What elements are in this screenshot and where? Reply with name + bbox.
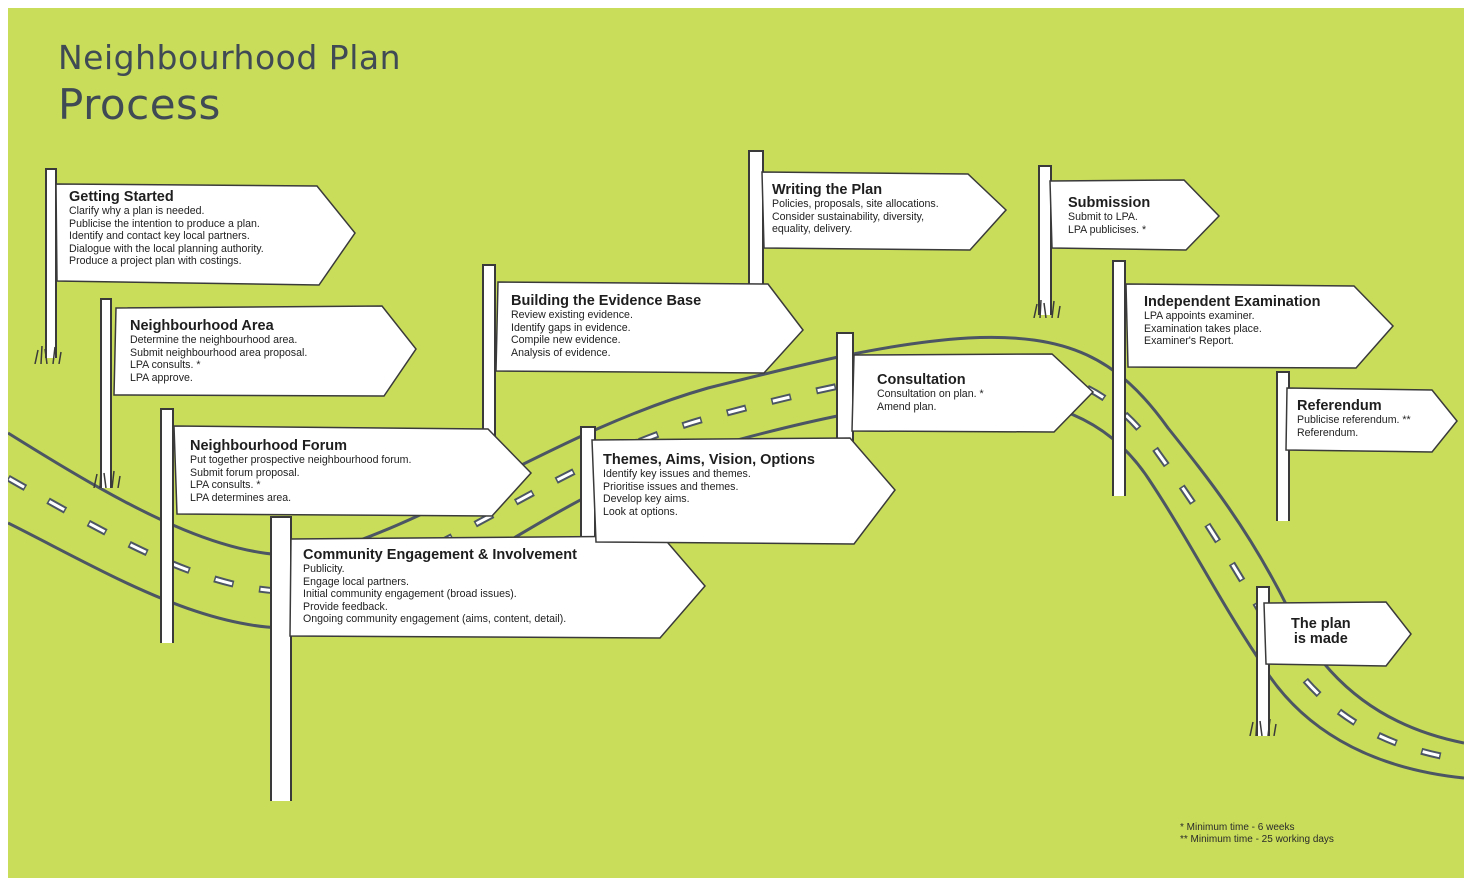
sign-item: Produce a project plan with costings. xyxy=(69,255,242,268)
sign-item: Publicity. xyxy=(303,563,345,575)
sign-title: Independent Examination xyxy=(1144,294,1321,310)
arrow-sign-shape xyxy=(113,305,417,397)
sign-writing-plan: Writing the Plan Policies, proposals, si… xyxy=(761,171,1008,252)
signpost-neighbourhood-forum-post xyxy=(160,408,174,643)
sign-title: Themes, Aims, Vision, Options xyxy=(603,452,815,468)
footnote-double-asterisk: ** Minimum time - 25 working days xyxy=(1180,834,1334,845)
sign-item: Look at options. xyxy=(603,505,678,518)
sign-item: Policies, proposals, site allocations. xyxy=(772,198,939,210)
arrow-sign-shape xyxy=(591,437,896,545)
sign-consultation: Consultation Consultation on plan. * Ame… xyxy=(851,353,1096,434)
sign-title-line-2: is made xyxy=(1293,631,1348,647)
sign-item: Put together prospective neighbourhood f… xyxy=(190,454,412,466)
arrow-sign-shape xyxy=(495,281,804,374)
sign-item: Submit forum proposal. xyxy=(190,466,300,479)
sign-item: equality, delivery. xyxy=(772,223,853,236)
sign-item: LPA approve. xyxy=(130,371,193,384)
sign-themes: Themes, Aims, Vision, Options Identify k… xyxy=(591,437,898,546)
sign-title: Community Engagement & Involvement xyxy=(303,547,577,563)
grass-tuft xyxy=(1249,717,1277,736)
arrow-sign-shape xyxy=(1263,601,1412,667)
sign-submission: Submission Submit to LPA. LPA publicises… xyxy=(1049,179,1222,252)
title-line-1: Neighbourhood Plan xyxy=(58,38,401,77)
arrow-sign-shape xyxy=(55,183,356,286)
sign-title: Writing the Plan xyxy=(772,182,883,198)
sign-item: Submit neighbourhood area proposal. xyxy=(130,346,308,359)
sign-title: Neighbourhood Area xyxy=(130,318,274,334)
arrow-sign-shape xyxy=(1285,387,1458,453)
sign-item: Compile new evidence. xyxy=(511,334,621,347)
sign-title: Building the Evidence Base xyxy=(511,293,702,309)
arrow-sign-shape xyxy=(851,353,1095,433)
sign-title: Getting Started xyxy=(69,189,174,205)
sign-item: LPA consults. * xyxy=(190,479,261,492)
sign-item: Publicise referendum. ** xyxy=(1297,414,1411,426)
sign-item: Referendum. xyxy=(1297,426,1359,439)
sign-community-engagement: Community Engagement & Involvement Publi… xyxy=(289,535,708,640)
sign-item: Determine the neighbourhood area. xyxy=(130,334,298,346)
sign-independent-examination: Independent Examination LPA appoints exa… xyxy=(1125,283,1396,370)
sign-item: Consultation on plan. * xyxy=(877,388,984,400)
arrow-sign-shape xyxy=(1125,283,1395,369)
sign-neighbourhood-forum: Neighbourhood Forum Put together prospec… xyxy=(173,425,534,518)
grass-tuft xyxy=(93,469,121,488)
footnote-single-asterisk: * Minimum time - 6 weeks xyxy=(1180,822,1295,833)
sign-item: Publicise the intention to produce a pla… xyxy=(69,217,260,230)
sign-title: Neighbourhood Forum xyxy=(190,438,348,454)
signpost-submission-post xyxy=(1038,165,1052,315)
sign-plan-made: The plan is made xyxy=(1263,601,1414,668)
sign-item: Review existing evidence. xyxy=(511,309,633,321)
sign-referendum: Referendum Publicise referendum. ** Refe… xyxy=(1285,387,1460,454)
sign-evidence-base: Building the Evidence Base Review existi… xyxy=(495,281,806,374)
signpost-getting-started-post xyxy=(45,168,57,358)
sign-item: Amend plan. xyxy=(877,400,937,413)
poster: Neighbourhood Plan Process Getting Start… xyxy=(8,8,1464,878)
sign-title: Submission xyxy=(1068,195,1151,211)
arrow-sign-shape xyxy=(173,425,533,517)
sign-getting-started: Getting Started Clarify why a plan is ne… xyxy=(55,183,357,286)
sign-item: Initial community engagement (broad issu… xyxy=(303,588,517,601)
grass-tuft xyxy=(1033,299,1061,318)
sign-item: Examination takes place. xyxy=(1144,322,1262,335)
sign-title: Consultation xyxy=(877,372,966,388)
signpost-neighbourhood-area-post xyxy=(100,298,112,488)
sign-item: Identify and contact key local partners. xyxy=(69,230,250,243)
sign-item: Identify gaps in evidence. xyxy=(511,321,631,334)
sign-item: Provide feedback. xyxy=(303,600,388,613)
sign-item: Prioritise issues and themes. xyxy=(603,480,739,493)
sign-title: Referendum xyxy=(1297,398,1382,414)
signpost-independent-examination-post xyxy=(1112,260,1126,496)
sign-item: Analysis of evidence. xyxy=(511,346,611,359)
sign-item: Identify key issues and themes. xyxy=(603,468,751,480)
signpost-community-engagement-post xyxy=(270,516,292,801)
sign-title-line-1: The plan xyxy=(1291,616,1351,632)
sign-item: Dialogue with the local planning authori… xyxy=(69,242,264,255)
sign-item: LPA consults. * xyxy=(130,359,201,372)
sign-item: Clarify why a plan is needed. xyxy=(69,205,205,217)
arrow-sign-shape xyxy=(1049,179,1221,251)
grass-tuft xyxy=(34,345,62,364)
arrow-sign-shape xyxy=(761,171,1008,251)
sign-item: Consider sustainability, diversity, xyxy=(772,210,925,223)
sign-item: LPA determines area. xyxy=(190,491,292,504)
footnotes: * Minimum time - 6 weeks ** Minimum time… xyxy=(1180,822,1334,846)
sign-item: Ongoing community engagement (aims, cont… xyxy=(303,613,567,626)
sign-item: Examiner's Report. xyxy=(1144,335,1234,348)
sign-item: LPA appoints examiner. xyxy=(1144,310,1255,322)
sign-item: LPA publicises. * xyxy=(1068,223,1147,236)
sign-item: Submit to LPA. xyxy=(1068,211,1138,223)
title-line-2: Process xyxy=(58,80,221,129)
sign-neighbourhood-area: Neighbourhood Area Determine the neighbo… xyxy=(113,305,418,398)
signpost-evidence-base-post xyxy=(482,264,496,454)
sign-item: Engage local partners. xyxy=(303,575,410,588)
sign-item: Develop key aims. xyxy=(603,493,690,506)
